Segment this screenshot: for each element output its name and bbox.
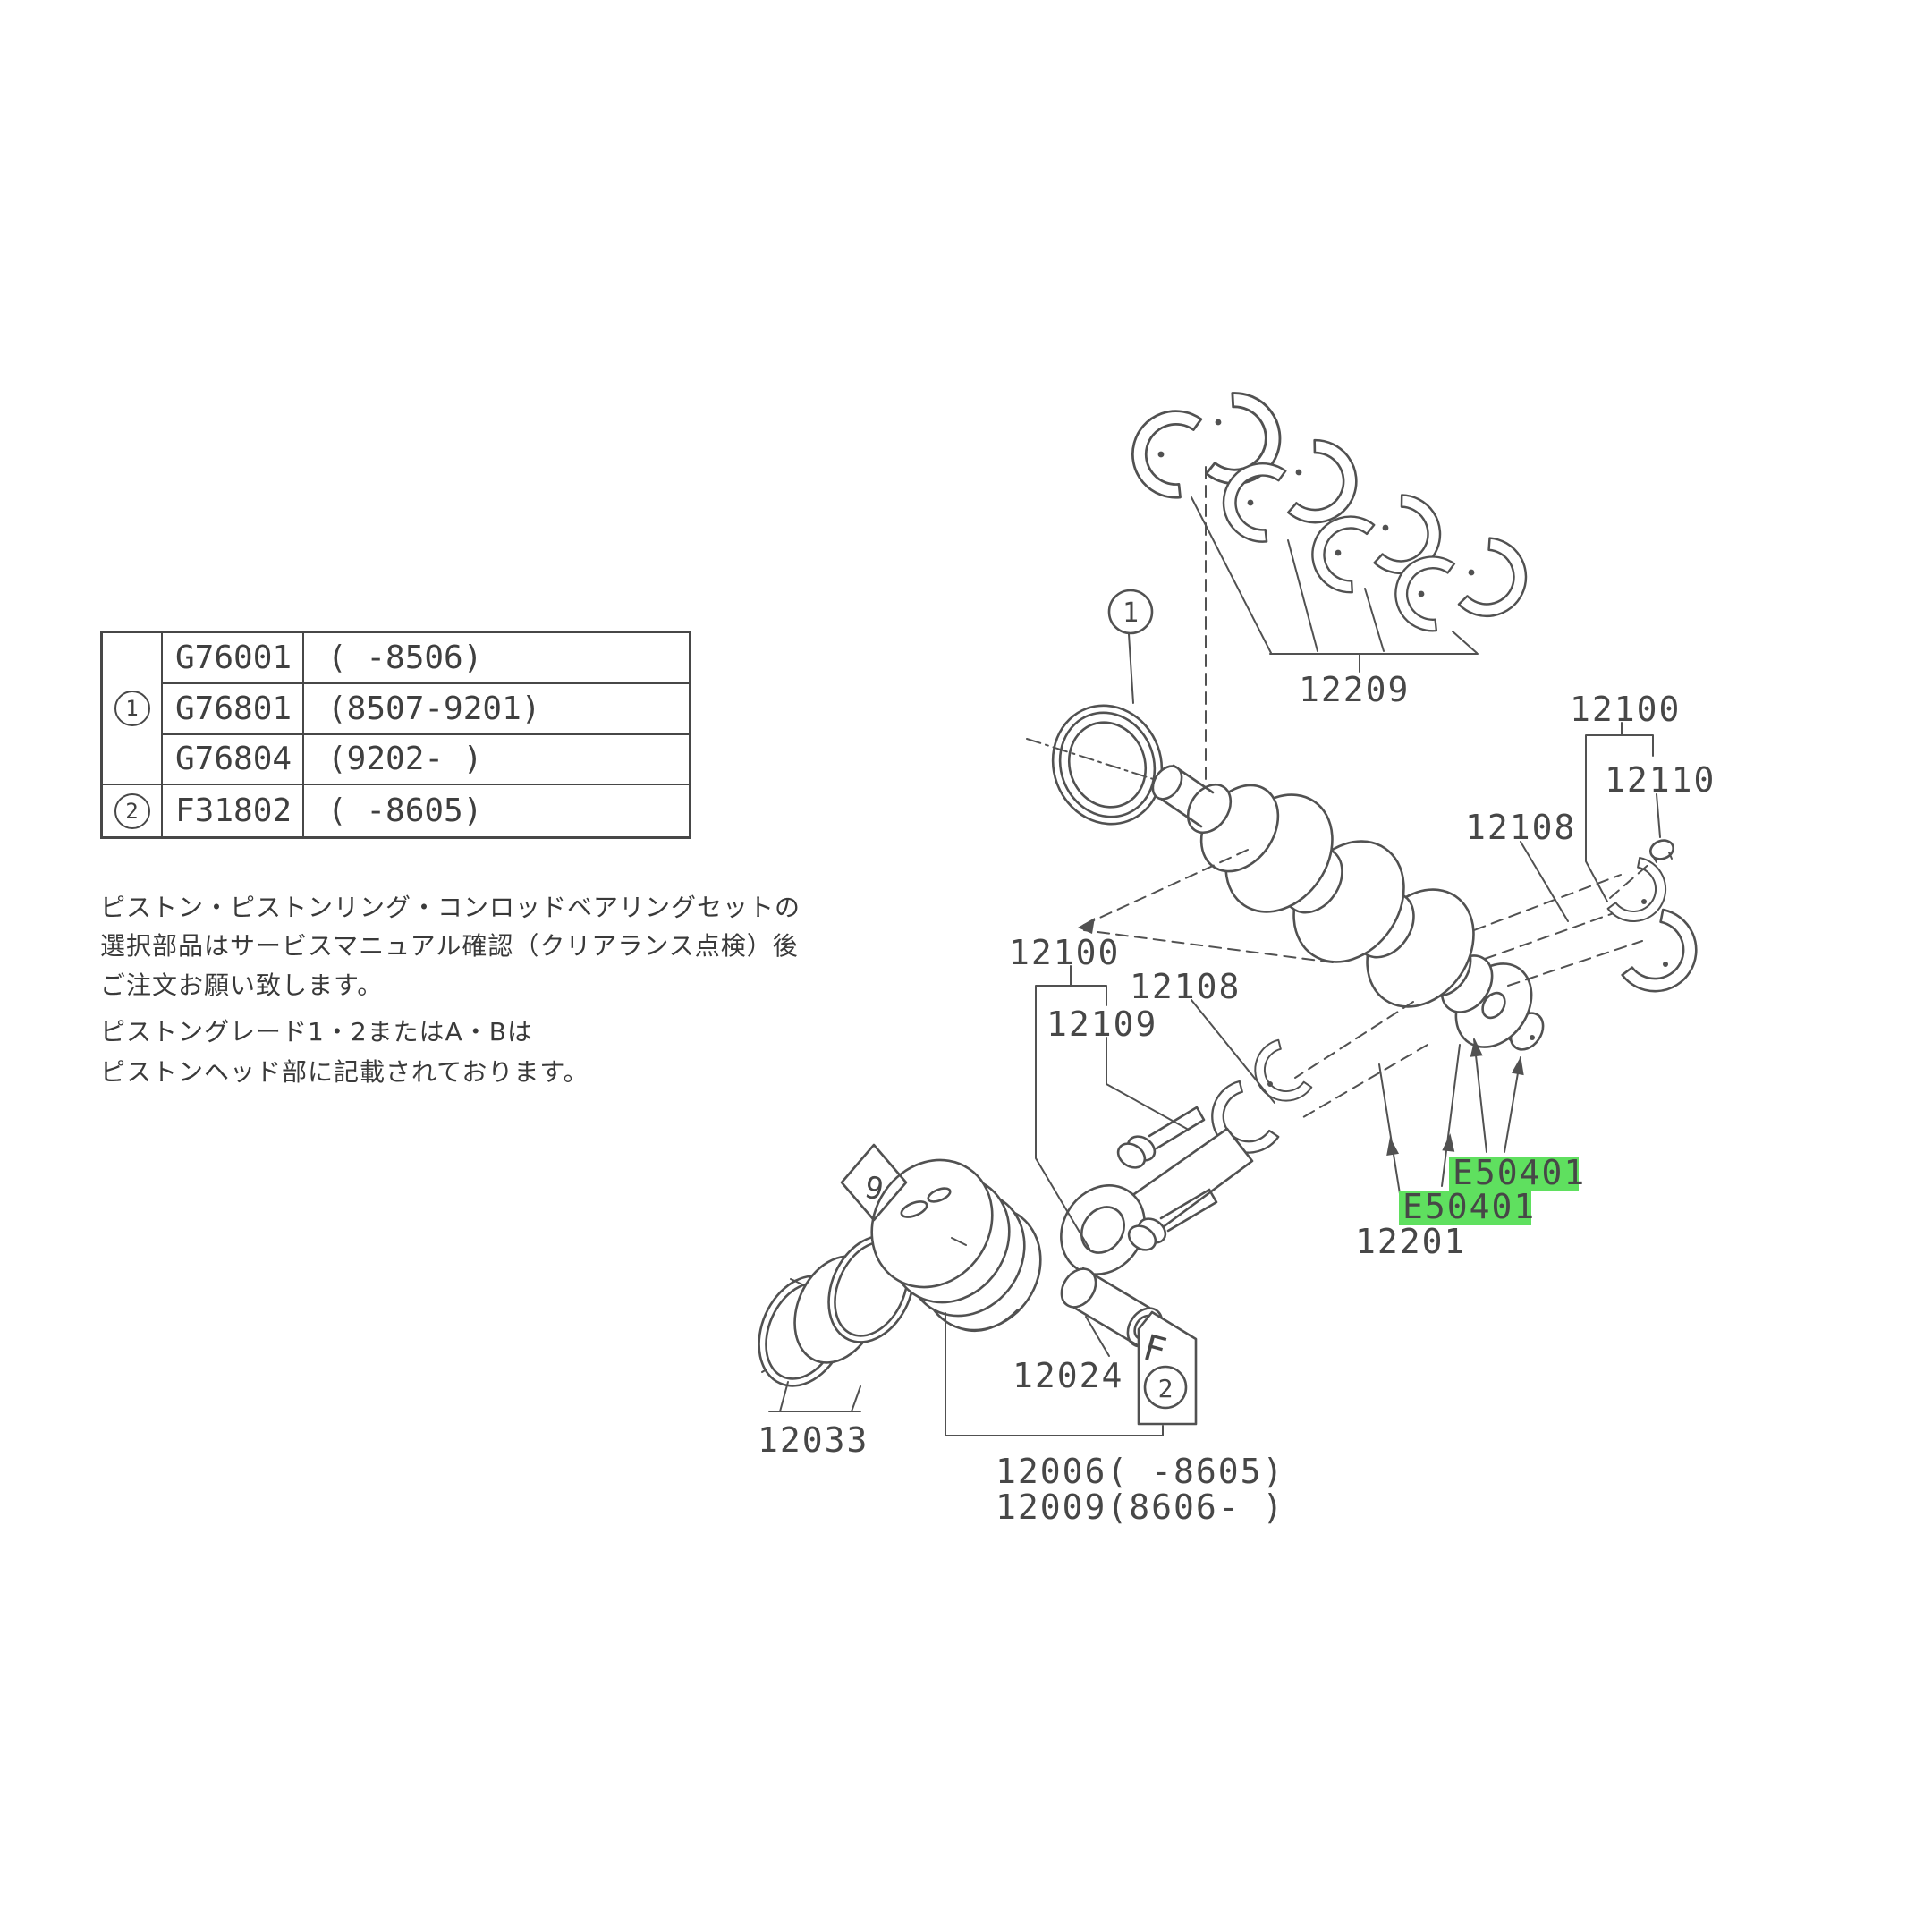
note-line-2: 選択部品はサービスマニュアル確認（クリアランス点検）後 (100, 931, 799, 961)
part-label-e50401-b: E50401 (1402, 1187, 1536, 1226)
part-label-12209: 12209 (1299, 670, 1410, 709)
part-label-12100-right: 12100 (1570, 690, 1681, 729)
part-reference-table: 1 G76001 ( -8506) G76801 (8507-9201) G76… (100, 631, 691, 839)
part-label-12006: 12006( -8605) (996, 1452, 1284, 1491)
table-code-g76001: G76001 (163, 633, 304, 684)
highlight-e50401-a (1449, 1157, 1579, 1191)
table-range-g76801: (8507-9201) (304, 684, 689, 735)
part-label-12100-left: 12100 (1009, 933, 1120, 972)
seal-callout: 1 (1107, 589, 1154, 704)
highlight-e50401-b (1399, 1191, 1531, 1225)
crank-right-bracket (1520, 722, 1661, 922)
circled-2-icon: 2 (114, 792, 150, 829)
table-code-g76801: G76801 (163, 683, 304, 735)
note-line-3: ご注文お願い致します。 (100, 970, 384, 1000)
connecting-rod-assembly (1060, 1001, 1428, 1275)
grade-tag: F 2 (1137, 1310, 1198, 1426)
part-label-12108-right: 12108 (1465, 808, 1576, 847)
part-label-12201: 12201 (1355, 1222, 1466, 1261)
piston-group-bracket (945, 1312, 1164, 1436)
table-range-g76001: ( -8506) (304, 633, 689, 684)
table-ref-group-2: 2 (103, 785, 163, 836)
table-ref-group-1: 1 (103, 633, 163, 786)
part-label-12009: 12009(8606- ) (996, 1487, 1284, 1527)
crank-label-dashed-leaders (1078, 849, 1334, 963)
part-label-e50401-a: E50401 (1453, 1153, 1586, 1192)
part-label-12110: 12110 (1605, 760, 1716, 800)
table-range-g76804: (9202- ) (304, 735, 689, 786)
note-line-1: ピストン・ピストンリング・コンロッドベアリングセットの (100, 893, 801, 922)
circled-1-diagram-icon: 1 (1123, 597, 1139, 629)
bearing-part-leaders (1378, 1038, 1524, 1223)
part-label-12033: 12033 (758, 1420, 869, 1460)
circled-1-icon: 1 (114, 691, 150, 727)
table-range-f31802: ( -8605) (327, 792, 483, 830)
part-label-12108-left: 12108 (1130, 967, 1241, 1006)
table-code-g76804: G76804 (163, 734, 304, 786)
table-code-f31802: F31802 (163, 785, 304, 836)
main-bearing-shells (1122, 389, 1540, 634)
part-label-12024: 12024 (1013, 1356, 1123, 1395)
bearing-set-leaders (1191, 496, 1479, 673)
circled-2-diagram-icon: 2 (1158, 1374, 1174, 1403)
crankshaft (1151, 764, 1545, 1051)
note-line-4: ピストングレード1・2またはA・Bは (100, 1017, 533, 1046)
crank-left-bracket (1035, 965, 1275, 1250)
part-label-12109: 12109 (1046, 1004, 1157, 1044)
note-line-5: ピストンヘッド部に記載されております。 (100, 1057, 589, 1087)
front-oil-seal (1026, 704, 1171, 826)
rod-cap-group (1473, 839, 1713, 1008)
